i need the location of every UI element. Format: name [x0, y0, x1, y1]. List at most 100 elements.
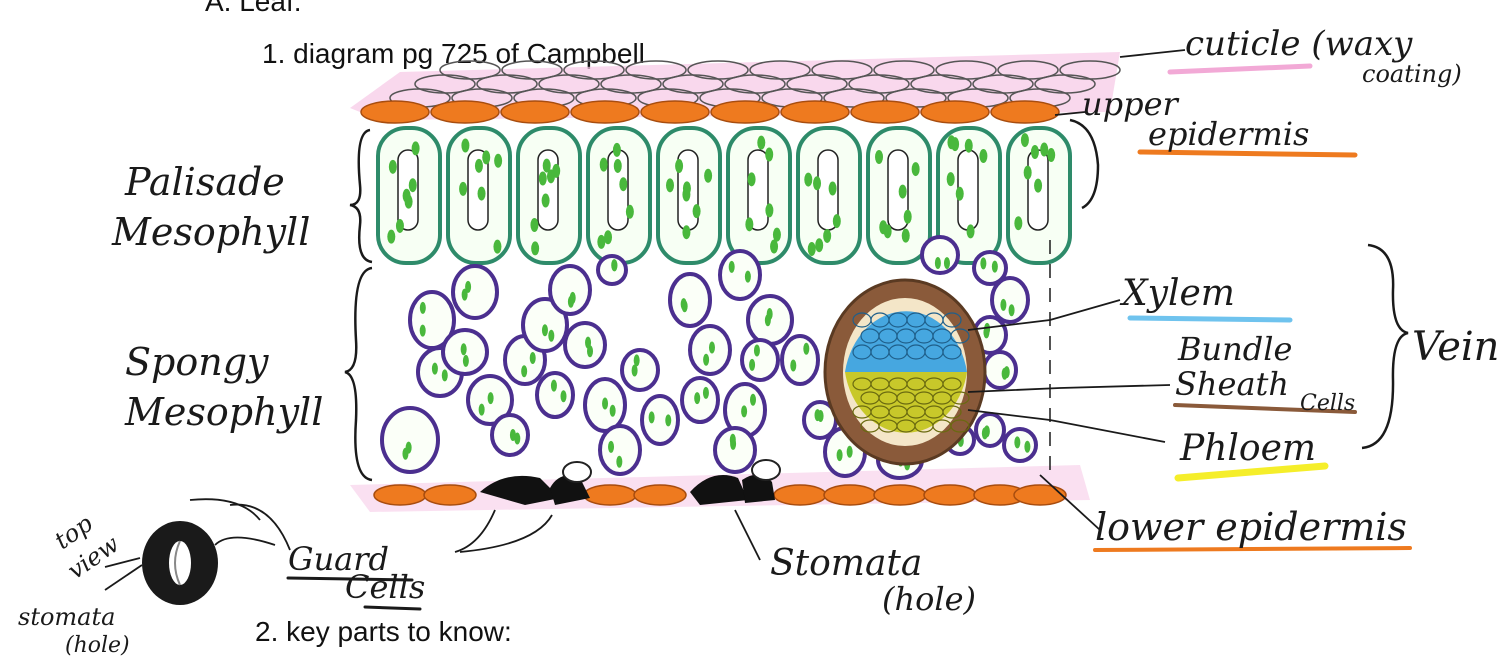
stomata-label-2: (hole) [882, 580, 976, 618]
spongy-cell [992, 278, 1028, 322]
chloroplast [462, 289, 468, 301]
spongy-cell [976, 414, 1004, 446]
chloroplast [754, 345, 760, 357]
chloroplast [1024, 441, 1030, 453]
chloroplast [804, 173, 812, 187]
chloroplast [837, 449, 843, 461]
chloroplast [1040, 142, 1048, 156]
chloroplast [461, 139, 469, 153]
chloroplast [587, 345, 593, 357]
chloroplast [765, 148, 773, 162]
chloroplast [561, 390, 567, 402]
chloroplast [1002, 368, 1008, 380]
chloroplast [530, 218, 538, 232]
lower-epidermis-label: lower epidermis [1095, 505, 1407, 549]
cuticle-label: cuticle (waxy [1185, 24, 1413, 64]
chloroplast [478, 187, 486, 201]
spongy-cell [453, 266, 497, 318]
chloroplast [387, 230, 395, 244]
chloroplast [875, 150, 883, 164]
spongy-cell [622, 350, 658, 390]
chloroplast [548, 330, 554, 342]
phloem-label: Phloem [1179, 428, 1316, 469]
chloroplast [984, 323, 990, 335]
chloroplast [608, 441, 614, 453]
stomata-label-1: Stomata [770, 543, 922, 584]
chloroplast [884, 224, 892, 238]
chloroplast [741, 405, 747, 417]
spongy-cell [565, 323, 605, 367]
chloroplast [965, 139, 973, 153]
chloroplast [682, 225, 690, 239]
chloroplast [709, 341, 715, 353]
chloroplast [409, 178, 417, 192]
upper-epidermis-cell [851, 101, 919, 123]
chloroplast [665, 414, 671, 426]
chloroplast [956, 187, 964, 201]
upper-epidermis-cell [571, 101, 639, 123]
chloroplast [432, 363, 438, 375]
chloroplast [530, 352, 536, 364]
chloroplast [703, 387, 709, 399]
chloroplast [570, 292, 576, 304]
chloroplast [403, 189, 411, 203]
guard-to-topview-arrow [190, 499, 260, 520]
vein-label: Vein [1412, 324, 1499, 370]
lower-epidermis-cell [1014, 485, 1066, 505]
chloroplast [614, 159, 622, 173]
chloroplast [980, 257, 986, 269]
lower-epidermis-cell [824, 485, 876, 505]
chloroplast [634, 354, 640, 366]
chloroplast [982, 427, 988, 439]
chloroplast [616, 456, 622, 468]
chloroplast [1024, 166, 1032, 180]
chloroplast [666, 178, 674, 192]
chloroplast [551, 380, 557, 392]
chloroplast [604, 230, 612, 244]
chloroplast [514, 433, 520, 445]
chloroplast [815, 238, 823, 252]
spongy-cell [742, 340, 778, 380]
chloroplast [442, 369, 448, 381]
chloroplast [649, 411, 655, 423]
chloroplast [479, 404, 485, 416]
spongy-label-2: Mesophyll [124, 390, 323, 434]
chloroplast [935, 257, 941, 269]
upper-epidermis-cell [641, 101, 709, 123]
chloroplast [979, 149, 987, 163]
upper-epidermis-cell [361, 101, 429, 123]
chloroplast [813, 176, 821, 190]
spongy-cell [782, 336, 818, 384]
chloroplast [833, 214, 841, 228]
chloroplast [542, 324, 548, 336]
upper-epidermis-label-2: epidermis [1148, 115, 1309, 153]
chloroplast [694, 392, 700, 404]
chloroplast [790, 359, 796, 371]
upper-epidermis-cell [501, 101, 569, 123]
chloroplast [1014, 436, 1020, 448]
chloroplast [539, 172, 547, 186]
chloroplast [745, 271, 751, 283]
bundle-sheath-label-1: Bundle [1177, 330, 1292, 368]
palisade-mesophyll-cells [378, 128, 1070, 263]
cuticle-label-2: coating) [1362, 60, 1462, 88]
chloroplast [1047, 148, 1055, 162]
chloroplast [757, 136, 765, 150]
chloroplast [402, 448, 408, 460]
chloroplast [1009, 304, 1015, 316]
chloroplast [461, 343, 467, 355]
chloroplast [619, 177, 627, 191]
chloroplast [482, 150, 490, 164]
chloroplast [682, 300, 688, 312]
chloroplast [626, 205, 634, 219]
chloroplast [600, 158, 608, 172]
chloroplast [396, 219, 404, 233]
chloroplast [1021, 133, 1029, 147]
chloroplast [613, 143, 621, 157]
lower-epidermis-cell [874, 485, 926, 505]
chloroplast [749, 359, 755, 371]
chloroplast [389, 160, 397, 174]
spongy-cell [537, 373, 573, 417]
